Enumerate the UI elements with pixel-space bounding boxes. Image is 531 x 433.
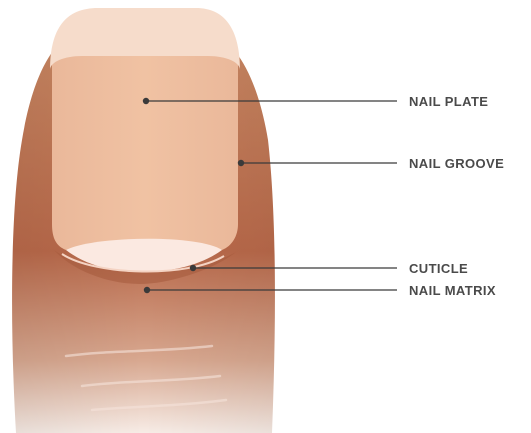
label-nail-matrix: NAIL MATRIX: [409, 283, 496, 298]
label-cuticle: CUTICLE: [409, 261, 468, 276]
leader-dot-nail-groove: [238, 160, 244, 166]
label-nail-groove: NAIL GROOVE: [409, 156, 504, 171]
labels: NAIL PLATE NAIL GROOVE CUTICLE NAIL MATR…: [409, 94, 504, 298]
leader-dot-nail-matrix: [144, 287, 150, 293]
nail-plate: [52, 56, 238, 250]
leader-dot-nail-plate: [143, 98, 149, 104]
label-nail-plate: NAIL PLATE: [409, 94, 488, 109]
leader-dot-cuticle: [190, 265, 196, 271]
